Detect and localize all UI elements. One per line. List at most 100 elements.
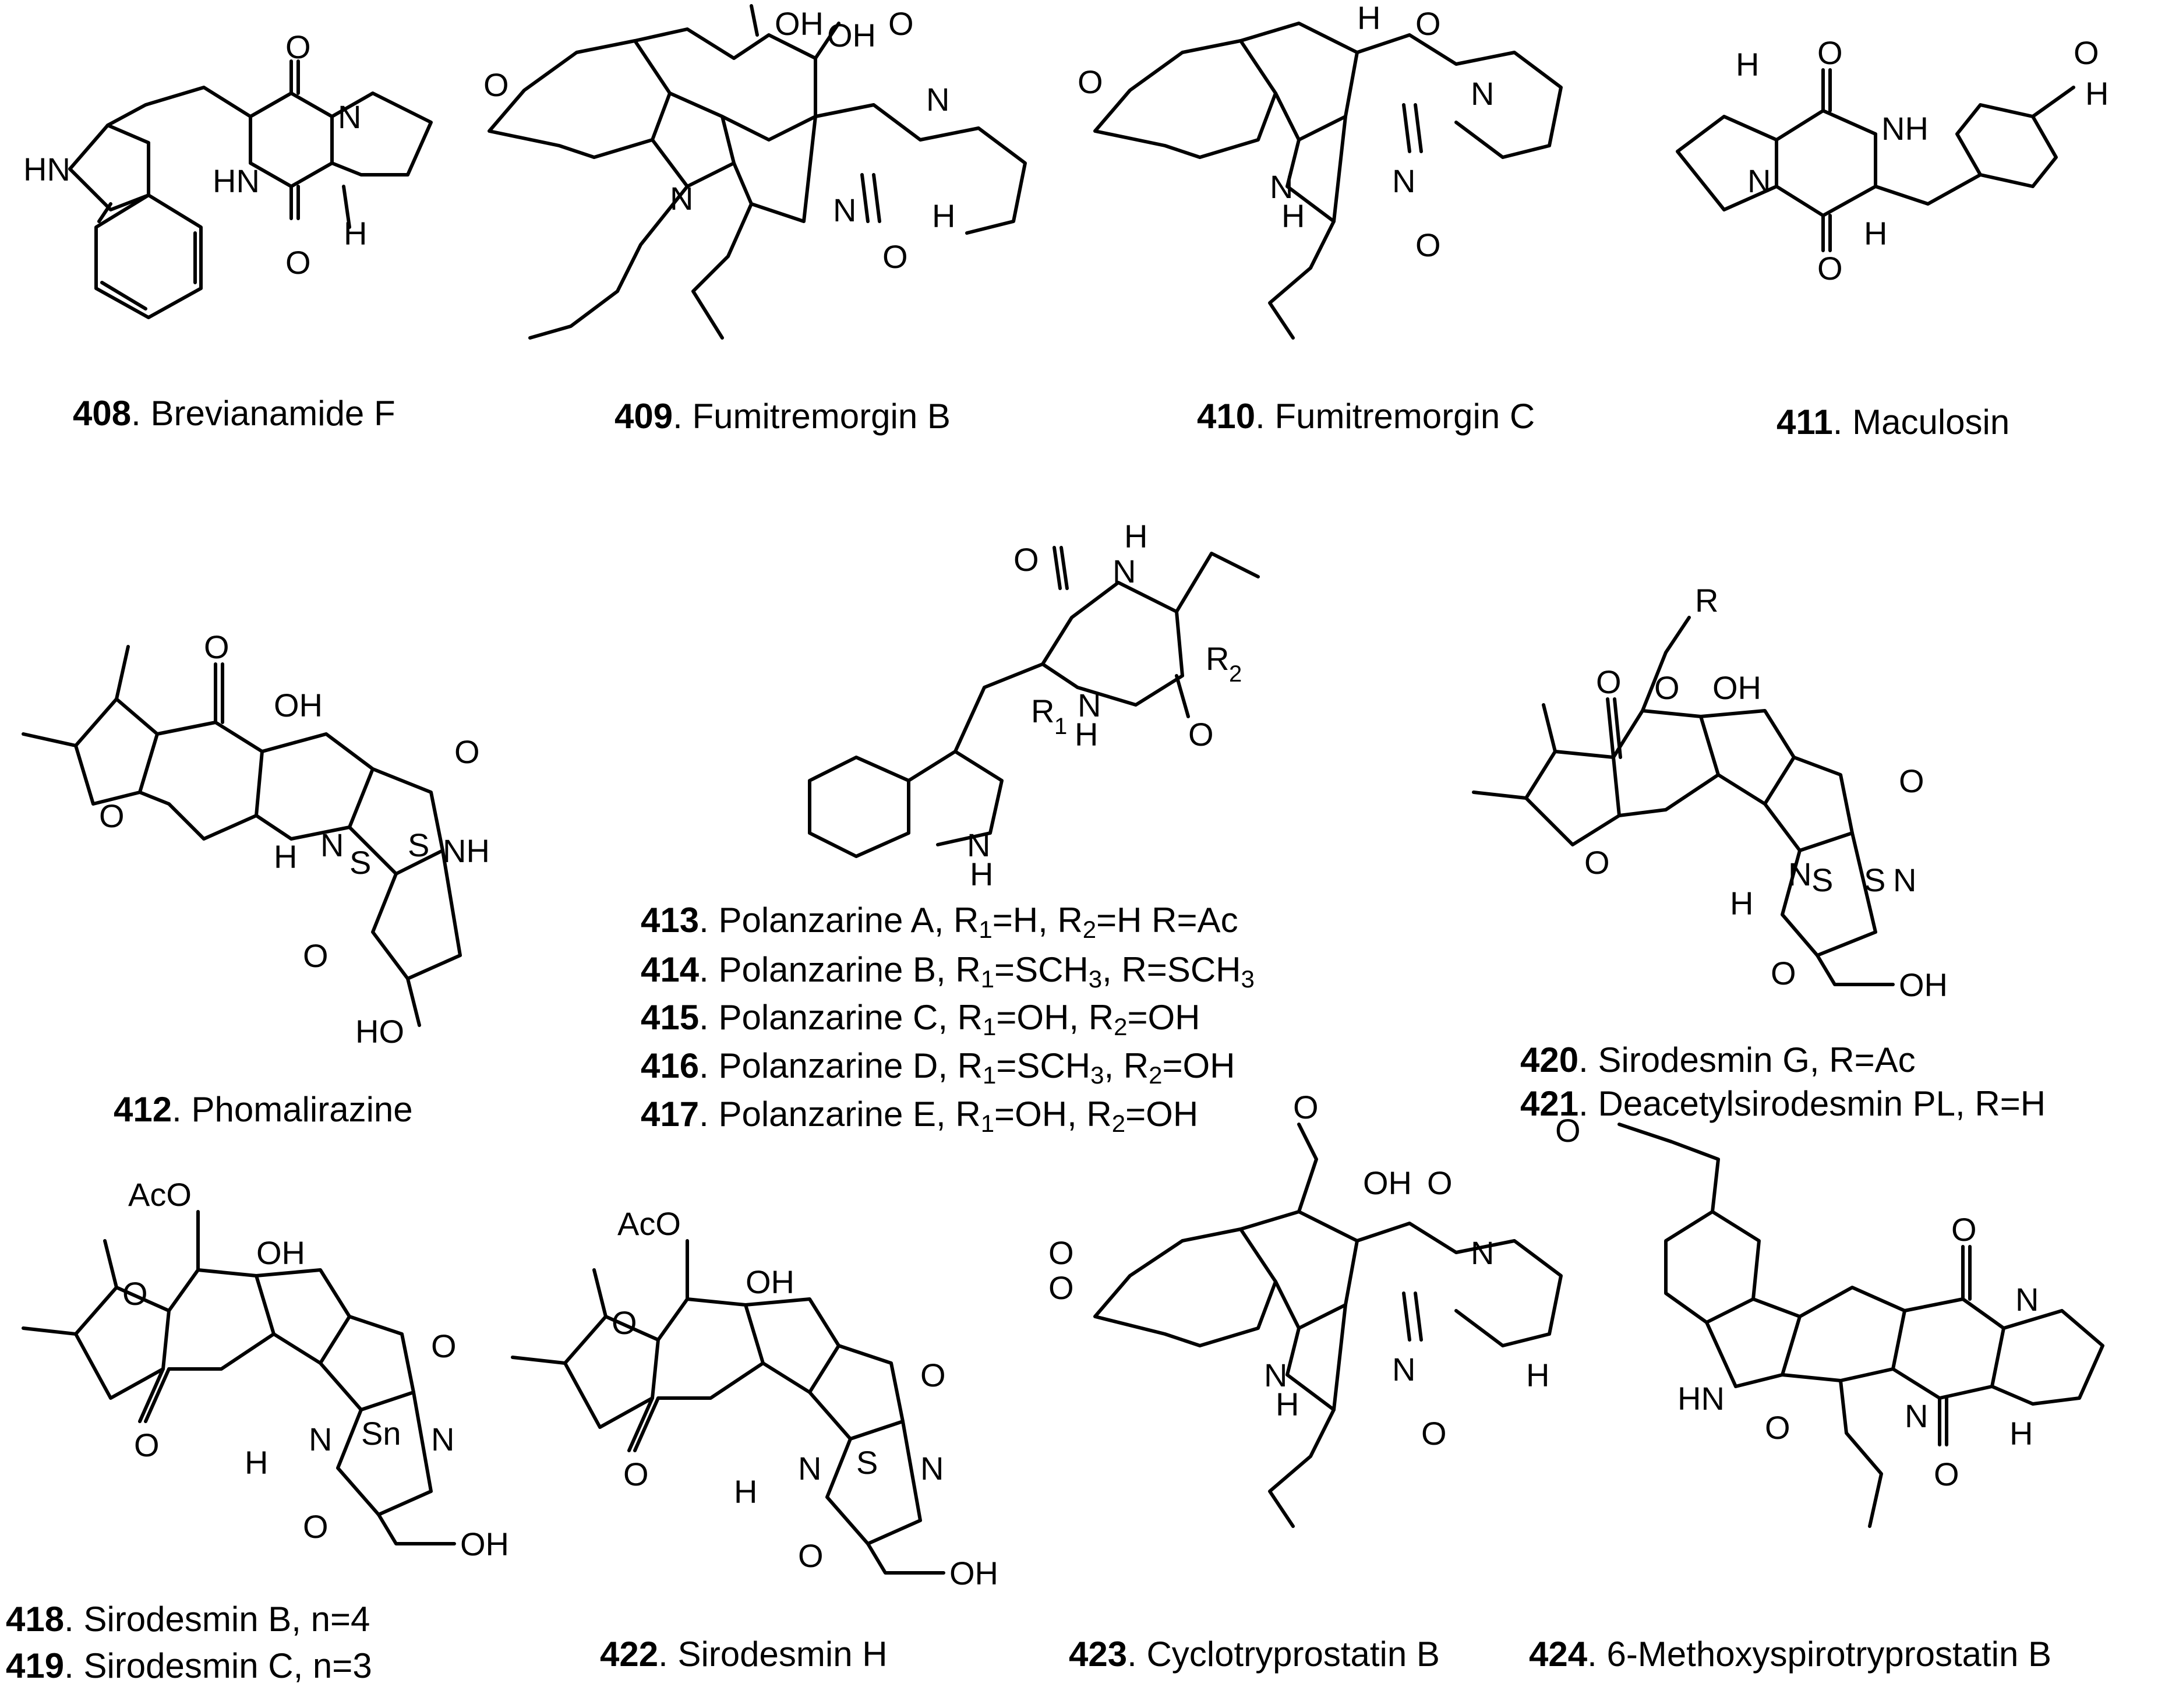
caption-415: 415. Polanzarine C, R1=OH, R2=OH bbox=[641, 998, 1200, 1040]
caption-418: 418. Sirodesmin B, n=4 bbox=[6, 1599, 370, 1640]
caption-416: 416. Polanzarine D, R1=SCH3, R2=OH bbox=[641, 1046, 1235, 1089]
structure-423: O OH O O N N N H O H O bbox=[1048, 1089, 1563, 1528]
atom-label: HO bbox=[355, 1013, 404, 1050]
atom-label: O bbox=[882, 238, 908, 275]
compound-name: . Sirodesmin G, R=Ac bbox=[1578, 1040, 1916, 1079]
compound-name: . Phomalirazine bbox=[172, 1090, 413, 1129]
caption-422: 422. Sirodesmin H bbox=[600, 1634, 888, 1675]
caption-421: 421. Deacetylsirodesmin PL, R=H bbox=[1520, 1084, 2046, 1124]
compound-number: 424 bbox=[1529, 1635, 1588, 1674]
atom-label: O bbox=[1771, 955, 1796, 991]
structure-411: H O NH O H N O H bbox=[1676, 34, 2109, 287]
atom-label: S bbox=[1811, 862, 1833, 898]
atom-label: O bbox=[1415, 5, 1441, 42]
atom-label: N bbox=[1392, 1351, 1415, 1388]
atom-label: O bbox=[1427, 1164, 1453, 1201]
compound-number: 419 bbox=[6, 1646, 65, 1685]
atom-label: O bbox=[1415, 227, 1441, 263]
atom-label: O bbox=[303, 1508, 329, 1545]
atom-label: H bbox=[344, 215, 367, 252]
atom-label: N bbox=[1078, 687, 1101, 724]
compound-name: . Maculosin bbox=[1832, 403, 2010, 442]
atom-label: H bbox=[932, 197, 955, 234]
atom-label: H bbox=[1281, 197, 1305, 234]
compound-number: 410 bbox=[1197, 397, 1256, 436]
atom-label: O bbox=[99, 797, 125, 834]
compound-name: . 6-Methoxyspirotryprostatin B bbox=[1587, 1635, 2052, 1674]
atom-label: O bbox=[1584, 844, 1610, 881]
atom-label: OH bbox=[827, 17, 876, 54]
caption-409: 409. Fumitremorgin B bbox=[614, 396, 951, 437]
caption-412: 412. Phomalirazine bbox=[114, 1089, 413, 1130]
atom-subscript: 1 bbox=[1054, 714, 1067, 739]
atom-label: AcO bbox=[617, 1205, 681, 1242]
compound-name: . Fumitremorgin B bbox=[673, 397, 951, 436]
atom-label: O bbox=[134, 1427, 160, 1463]
atom-label: O bbox=[1293, 1089, 1319, 1125]
atom-label: O bbox=[888, 5, 914, 42]
atom-label: O bbox=[1899, 763, 1924, 799]
atom-label: H bbox=[274, 838, 297, 875]
atom-label: OH bbox=[274, 687, 323, 724]
compound-name: . Sirodesmin H bbox=[658, 1635, 888, 1674]
compound-number: 417 bbox=[641, 1095, 700, 1134]
compound-number: 408 bbox=[73, 394, 132, 433]
atom-label: N bbox=[1270, 168, 1293, 205]
atom-label: H bbox=[1526, 1357, 1549, 1393]
compound-name: . Brevianamide F bbox=[131, 394, 395, 433]
atom-label: N bbox=[1264, 1357, 1287, 1393]
atom-label: S bbox=[349, 844, 371, 881]
caption-423: 423. Cyclotryprostatin B bbox=[1069, 1634, 1440, 1675]
atom-label: N bbox=[338, 98, 361, 135]
atom-label: OH bbox=[1899, 966, 1948, 1003]
structure-413: O N H R 2 R 1 N H O N H bbox=[808, 518, 1260, 892]
atom-label: S bbox=[1864, 862, 1885, 898]
atom-label: O bbox=[303, 937, 329, 974]
atom-label: N bbox=[967, 827, 990, 863]
compound-number: 423 bbox=[1069, 1635, 1128, 1674]
atom-label: O bbox=[1817, 34, 1843, 71]
compound-number: 415 bbox=[641, 998, 700, 1037]
atom-label: OH bbox=[460, 1526, 509, 1562]
atom-label: OH bbox=[746, 1264, 794, 1300]
atom-label: Sn bbox=[361, 1415, 401, 1452]
atom-label: O bbox=[285, 244, 311, 281]
atom-label: N bbox=[670, 180, 693, 217]
compound-number: 412 bbox=[114, 1090, 172, 1129]
atom-label: N bbox=[1788, 856, 1811, 892]
atom-label: O bbox=[204, 629, 229, 665]
compound-name: . Sirodesmin B, n=4 bbox=[64, 1600, 370, 1639]
compound-name: . Polanzarine E, R bbox=[699, 1095, 981, 1134]
atom-label: O bbox=[1048, 1269, 1074, 1306]
compound-number: 416 bbox=[641, 1046, 700, 1085]
atom-label: OH bbox=[949, 1555, 998, 1591]
caption-413: 413. Polanzarine A, R1=H, R2=H R=Ac bbox=[641, 901, 1238, 943]
structure-409: OH OH O N O N N O H bbox=[483, 4, 1027, 340]
caption-410: 410. Fumitremorgin C bbox=[1197, 396, 1535, 437]
compound-number: 421 bbox=[1520, 1084, 1579, 1123]
atom-label: N bbox=[320, 827, 344, 863]
atom-label: R bbox=[1206, 640, 1229, 677]
structure-418: AcO OH O O O N Sn N H O OH bbox=[22, 1176, 509, 1562]
compound-name: . Polanzarine D, R bbox=[699, 1046, 983, 1085]
atom-label: H bbox=[1075, 716, 1098, 753]
atom-label: H bbox=[1124, 518, 1147, 555]
atom-label: H bbox=[1864, 215, 1887, 252]
atom-label: H bbox=[1730, 885, 1753, 922]
atom-label: OH bbox=[1712, 669, 1761, 706]
atom-label: O bbox=[612, 1304, 637, 1341]
compound-number: 422 bbox=[600, 1635, 659, 1674]
caption-408: 408. Brevianamide F bbox=[73, 393, 395, 434]
compound-name: . Polanzarine C, R bbox=[699, 998, 983, 1037]
atom-label: NH bbox=[443, 832, 490, 869]
structure-408: O HN N HN O H bbox=[23, 29, 433, 319]
atom-label: N bbox=[2015, 1281, 2039, 1318]
caption-419: 419. Sirodesmin C, n=3 bbox=[6, 1646, 372, 1686]
compound-name: . Polanzarine A, R bbox=[699, 901, 979, 940]
atom-label: H bbox=[1276, 1386, 1299, 1423]
caption-414: 414. Polanzarine B, R1=SCH3, R=SCH3 bbox=[641, 950, 1255, 993]
atom-label: O bbox=[2074, 34, 2099, 71]
caption-420: 420. Sirodesmin G, R=Ac bbox=[1520, 1040, 1916, 1081]
structure-412: O OH O O N S S NH H O HO bbox=[22, 629, 490, 1050]
atom-label: S bbox=[856, 1444, 878, 1481]
